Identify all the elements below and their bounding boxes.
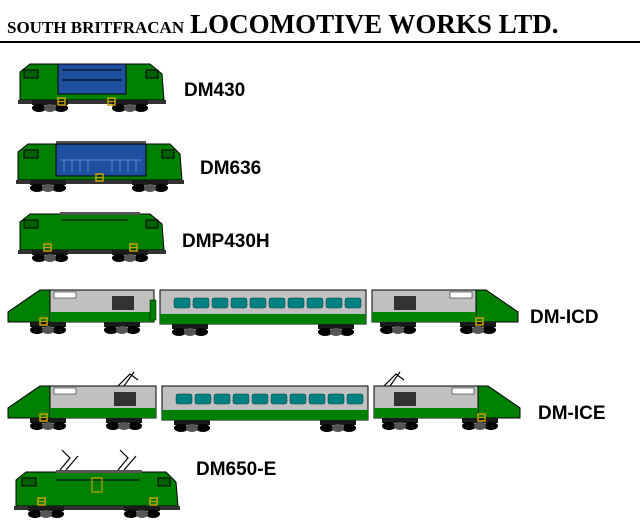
- locomotive-dm650-e: [14, 449, 180, 518]
- locomotive-label-dm-ice: DM-ICE: [538, 403, 606, 424]
- locomotive-dm636: [16, 141, 184, 192]
- locomotive-dm-icd: [7, 289, 519, 336]
- header-title: SOUTH BRITFRACAN LOCOMOTIVE WORKS LTD.: [7, 9, 558, 40]
- locomotive-dm430: [18, 63, 166, 112]
- locomotive-label-dm-icd: DM-ICD: [530, 307, 599, 328]
- locomotive-dm-ice: [7, 371, 521, 432]
- locomotive-label-dm636: DM636: [200, 158, 262, 179]
- company-name-big: LOCOMOTIVE WORKS LTD.: [190, 9, 559, 39]
- header-rule: [0, 41, 640, 43]
- locomotive-label-dmp430h: DMP430H: [182, 231, 270, 252]
- locomotive-label-dm650-e: DM650-E: [196, 459, 277, 480]
- locomotive-dmp430h: [18, 212, 166, 262]
- locomotive-label-dm430: DM430: [184, 80, 246, 101]
- company-name-small: SOUTH BRITFRACAN: [7, 18, 185, 37]
